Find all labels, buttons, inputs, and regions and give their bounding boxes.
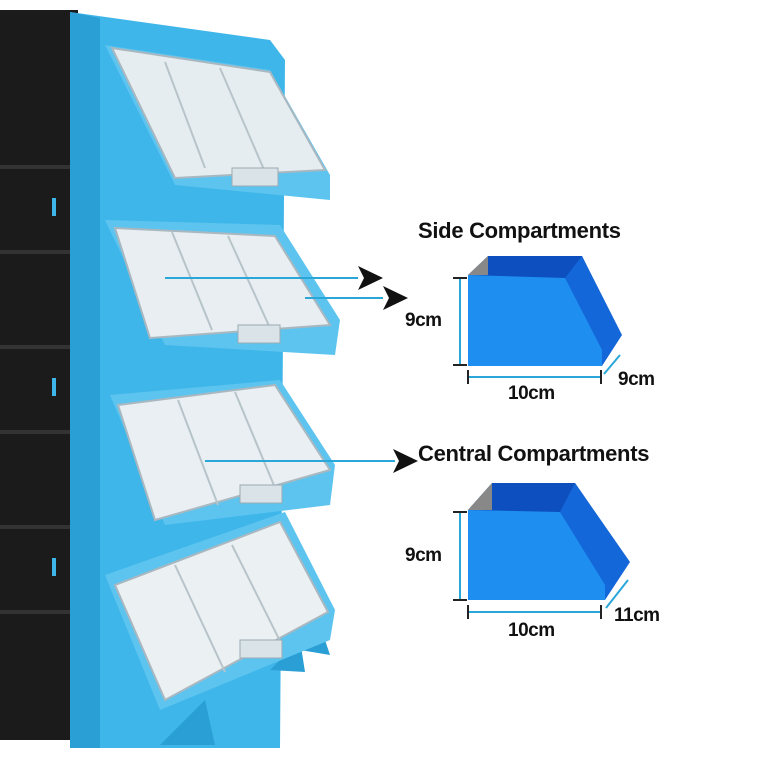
drawer-row-2: [105, 220, 340, 355]
side-compartment-bin: [468, 256, 622, 366]
side-height-label: 9cm: [405, 310, 442, 331]
central-width-label: 10cm: [508, 620, 555, 641]
central-dimension-lines: [453, 511, 629, 619]
central-height-label: 9cm: [405, 545, 442, 566]
central-compartment-bin: [468, 483, 630, 600]
drawer-row-4: [105, 512, 335, 710]
storage-unit-frame: [0, 10, 78, 740]
drawer-row-3: [110, 380, 335, 525]
side-dimension-lines: [453, 277, 621, 384]
side-width-label: 10cm: [508, 383, 555, 404]
drawer-row-1: [105, 45, 330, 200]
side-compartments-title: Side Compartments: [418, 218, 621, 243]
central-compartments-title: Central Compartments: [418, 441, 650, 466]
central-depth-label: 11cm: [614, 605, 660, 626]
side-depth-label: 9cm: [618, 369, 655, 390]
pointer-arrows: [165, 266, 418, 473]
